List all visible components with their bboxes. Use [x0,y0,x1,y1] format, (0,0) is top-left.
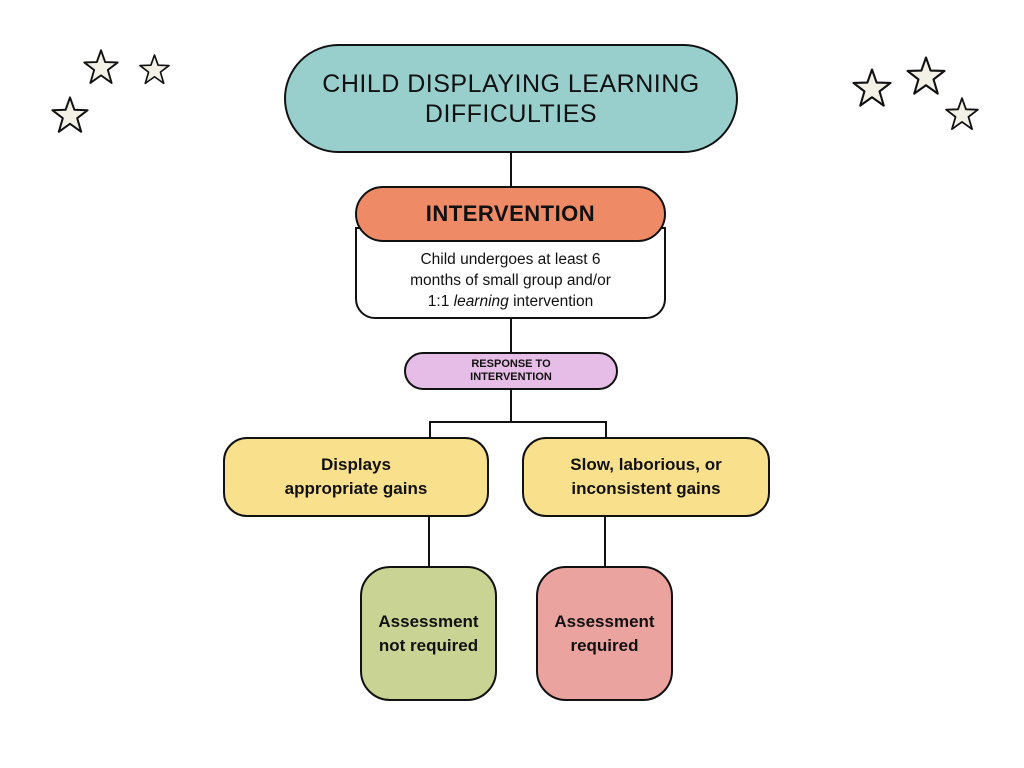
star-icon [139,54,170,85]
star-icon [51,96,89,133]
connector-left-outcome-to-result [428,517,430,566]
node-intervention-title: INTERVENTION [355,186,666,242]
node-inconsistent-gains: Slow, laborious, or inconsistent gains [522,437,770,517]
intervention-desc-line3: 1:1 learning intervention [410,291,611,312]
intervention-desc-line3-emphasis: learning [453,292,509,310]
connector-branch-horizontal [429,421,607,423]
left-outcome-line2: appropriate gains [284,479,428,498]
connector-right-outcome-to-result [604,517,606,566]
intervention-desc-line1: Child undergoes at least 6 [420,250,601,268]
node-response-to-intervention: RESPONSE TO INTERVENTION [404,352,618,390]
right-outcome-line1: Slow, laborious, or [570,455,722,474]
connector-response-down [510,390,512,422]
node-child-learning-difficulties: CHILD DISPLAYING LEARNING DIFFICULTIES [284,44,738,153]
star-icon [945,97,979,131]
intervention-desc-line2: months of small group and/or [410,271,611,289]
response-line2: INTERVENTION [470,371,552,383]
node-top-line1: CHILD DISPLAYING LEARNING [322,69,700,98]
node-assessment-not-required: Assessment not required [360,566,497,701]
response-line1: RESPONSE TO [471,358,551,370]
node-top-line2: DIFFICULTIES [424,99,598,128]
node-appropriate-gains: Displays appropriate gains [223,437,489,517]
right-result-line2: required [570,635,639,655]
right-outcome-line2: inconsistent gains [571,479,721,498]
node-intervention-description: Child undergoes at least 6 months of sma… [355,227,666,319]
star-icon [83,49,119,84]
intervention-desc-line3-post: intervention [508,292,594,310]
connector-branch-left [429,421,431,437]
right-result-line1: Assessment [554,611,655,631]
left-outcome-line1: Displays [321,455,391,474]
star-icon [852,68,892,107]
left-result-line1: Assessment [378,611,479,631]
intervention-desc-line3-pre: 1:1 [427,292,454,310]
connector-branch-right [605,421,607,437]
connector-intervention-to-response [510,319,512,352]
connector-top-to-intervention [510,153,512,186]
left-result-line2: not required [378,635,479,655]
star-icon [906,56,946,95]
intervention-title-text: INTERVENTION [425,201,596,226]
node-assessment-required: Assessment required [536,566,673,701]
